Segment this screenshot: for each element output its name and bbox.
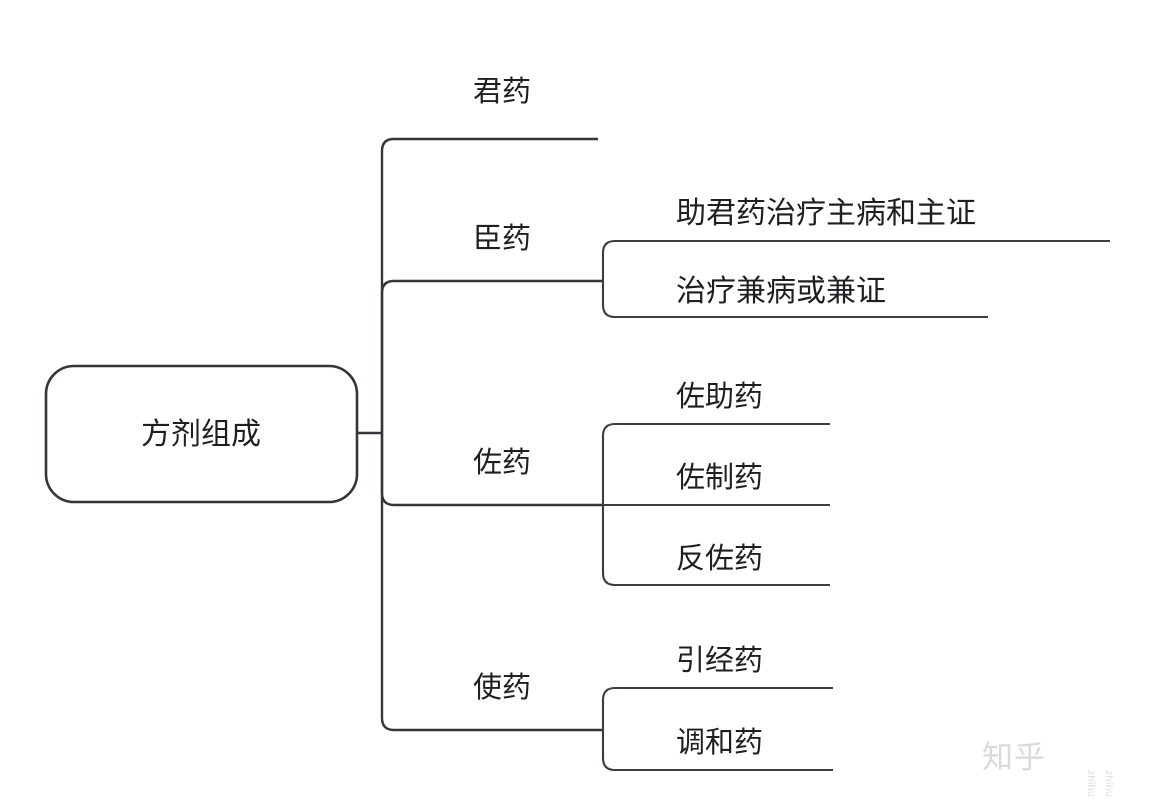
root-node-label: 方剂组成 (141, 417, 261, 452)
edge-trunk-to-chen (380, 279, 604, 433)
leaf-label-zuo-3[interactable]: 反佐药 (676, 541, 763, 575)
branch-label-shi[interactable]: 使药 (473, 670, 531, 704)
leaf-label-shi-1[interactable]: 引经药 (676, 643, 763, 677)
watermark-mark-right: zhihu (1103, 770, 1114, 797)
edge-trunk-to-shi (380, 433, 604, 732)
leaf-label-chen-1[interactable]: 助君药治疗主病和主证 (676, 196, 976, 231)
watermark-text: 知乎 (982, 740, 1046, 776)
edge-chen-subtree (601, 239, 1110, 319)
leaf-label-chen-2[interactable]: 治疗兼病或兼证 (676, 274, 886, 309)
branch-label-chen[interactable]: 臣药 (473, 221, 531, 255)
edge-shi-subtree (601, 686, 833, 772)
leaf-label-shi-2[interactable]: 调和药 (676, 725, 763, 759)
leaf-label-zuo-1[interactable]: 佐助药 (676, 379, 763, 413)
branch-label-zuo[interactable]: 佐药 (473, 445, 531, 479)
edge-trunk-to-jun (380, 137, 598, 433)
branch-label-jun[interactable]: 君药 (473, 74, 531, 108)
watermark-mark-left: zhihu (1085, 770, 1096, 797)
leaf-label-zuo-2[interactable]: 佐制药 (676, 460, 763, 494)
